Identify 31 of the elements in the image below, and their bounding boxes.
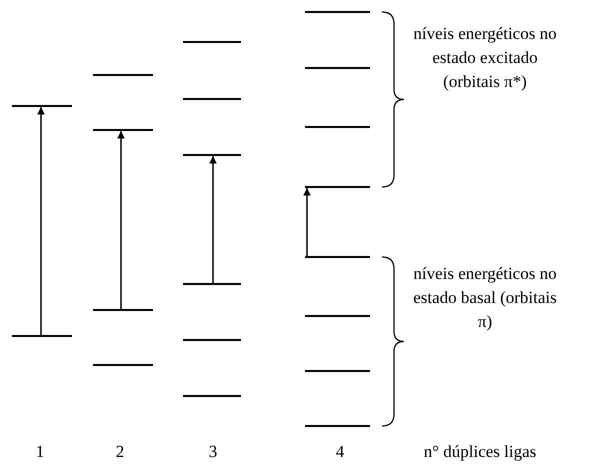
energy-level-line	[12, 335, 72, 337]
energy-level-line	[183, 395, 241, 397]
energy-level-line	[93, 129, 153, 131]
column-number: 2	[114, 441, 126, 463]
transition-arrow	[303, 188, 311, 256]
level-group-label: níveis energéticos no estado excitado (orbitais π*)	[412, 23, 558, 93]
transition-arrow	[117, 131, 125, 309]
transition-arrow	[37, 107, 45, 335]
energy-level-line	[305, 425, 370, 427]
energy-level-line	[93, 364, 153, 366]
energy-level-line	[305, 126, 370, 128]
level-group-label: níveis energéticos no estado basal (orbitais π)	[412, 263, 558, 333]
column-number: 4	[334, 441, 346, 463]
energy-level-line	[305, 67, 370, 69]
transition-arrow	[209, 156, 217, 283]
energy-level-line	[93, 309, 153, 311]
energy-level-line	[305, 186, 370, 188]
energy-level-line	[305, 370, 370, 372]
energy-level-line	[183, 283, 241, 285]
energy-level-line	[305, 256, 370, 258]
axis-label: n° dúplices ligas	[422, 441, 538, 463]
energy-level-line	[12, 105, 72, 107]
energy-level-line	[93, 74, 153, 76]
column-number: 3	[208, 441, 218, 463]
energy-level-line	[305, 315, 370, 317]
energy-level-line	[183, 154, 241, 156]
column-number: 1	[34, 441, 46, 463]
energy-level-line	[183, 98, 241, 100]
energy-level-line	[305, 11, 370, 13]
energy-level-line	[183, 41, 241, 43]
energy-level-line	[183, 339, 241, 341]
